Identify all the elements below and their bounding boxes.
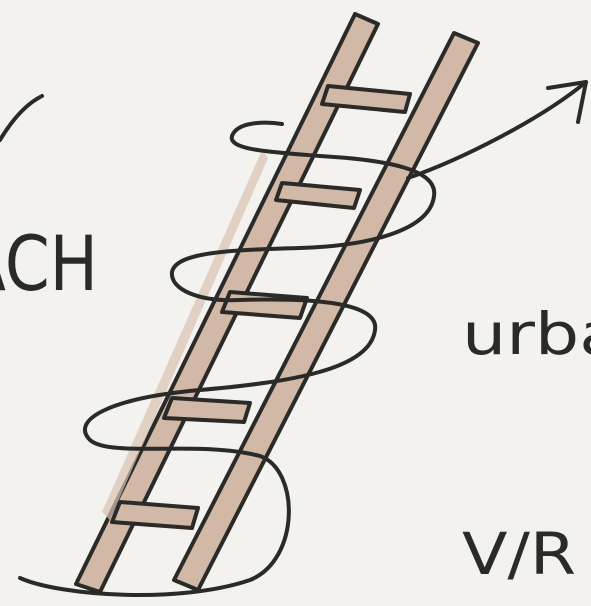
ladder-icon bbox=[74, 12, 480, 594]
ladder-rung-3 bbox=[220, 290, 309, 320]
spiral-icon bbox=[18, 120, 437, 597]
ladder-rung-2 bbox=[274, 181, 362, 210]
ladder-rung-5 bbox=[110, 500, 200, 530]
partial-word-right: urba bbox=[462, 300, 591, 368]
ladder-rung-4 bbox=[162, 396, 252, 424]
check-stroke bbox=[0, 94, 44, 142]
ladder-rung-1 bbox=[320, 84, 412, 114]
ladder-shade bbox=[102, 150, 268, 520]
partial-word-left: ACH bbox=[0, 219, 98, 308]
arrow-head bbox=[546, 80, 588, 124]
arrow-icon bbox=[406, 80, 588, 180]
label-bottom-right: V/R bbox=[462, 520, 576, 588]
